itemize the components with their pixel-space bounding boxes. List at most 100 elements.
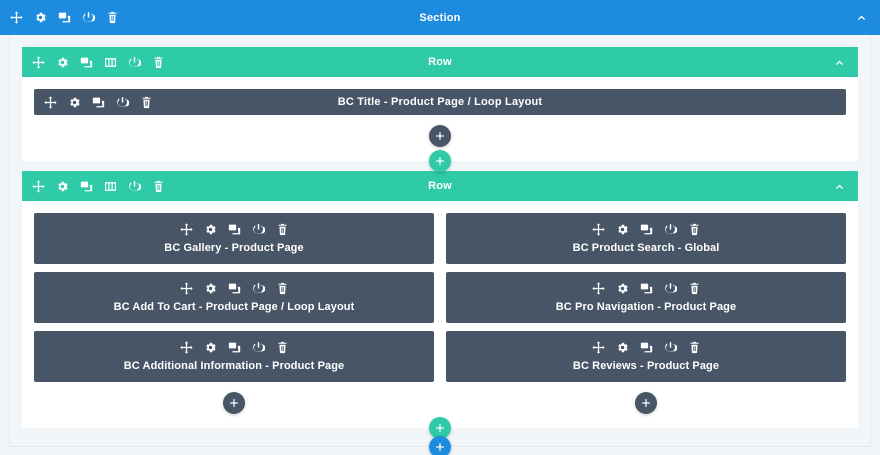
power-icon[interactable] [128, 56, 141, 69]
trash-icon[interactable] [276, 282, 289, 295]
module-label: BC Reviews - Product Page [572, 360, 720, 372]
module-toolbar [454, 282, 838, 295]
move-icon[interactable] [179, 282, 193, 295]
module-toolbar [454, 341, 838, 354]
move-icon[interactable] [591, 341, 605, 354]
row-body: BC Gallery - Product Page [22, 201, 858, 428]
add-section-button[interactable] [429, 436, 451, 455]
power-icon[interactable] [664, 223, 677, 236]
power-icon[interactable] [116, 96, 129, 109]
gear-icon[interactable] [56, 180, 69, 193]
duplicate-icon[interactable] [92, 96, 105, 109]
gear-icon[interactable] [204, 223, 217, 236]
power-icon[interactable] [664, 282, 677, 295]
module-label: BC Pro Navigation - Product Page [555, 301, 737, 313]
add-module-row [34, 125, 846, 147]
module[interactable]: BC Reviews - Product Page [446, 331, 846, 382]
module-label: BC Gallery - Product Page [164, 242, 304, 254]
trash-icon[interactable] [152, 56, 165, 69]
module-label: BC Add To Cart - Product Page / Loop Lay… [113, 301, 355, 313]
module-label: BC Title - Product Page / Loop Layout [337, 96, 543, 108]
section-body: Row [9, 35, 871, 447]
column: BC Product Search - Global [446, 213, 846, 414]
power-icon[interactable] [82, 11, 95, 24]
module-label: BC Additional Information - Product Page [123, 360, 345, 372]
trash-icon[interactable] [688, 223, 701, 236]
duplicate-icon[interactable] [228, 282, 241, 295]
duplicate-icon[interactable] [640, 341, 653, 354]
module[interactable]: BC Gallery - Product Page [34, 213, 434, 264]
power-icon[interactable] [664, 341, 677, 354]
row-body: BC Title - Product Page / Loop Layout [22, 77, 858, 161]
row: Row [22, 171, 858, 439]
row-toolbar [32, 55, 165, 69]
row-toolbar [32, 179, 165, 193]
module-label: BC Product Search - Global [572, 242, 720, 254]
trash-icon[interactable] [276, 223, 289, 236]
duplicate-icon[interactable] [58, 11, 71, 24]
duplicate-icon[interactable] [640, 223, 653, 236]
chevron-up-icon[interactable] [832, 179, 846, 193]
move-icon[interactable] [32, 179, 45, 193]
module[interactable]: BC Additional Information - Product Page [34, 331, 434, 382]
chevron-up-icon[interactable] [832, 55, 846, 69]
gear-icon[interactable] [616, 341, 629, 354]
move-icon[interactable] [10, 11, 23, 24]
columns-icon[interactable] [104, 180, 117, 193]
row: Row [22, 47, 858, 172]
duplicate-icon[interactable] [80, 56, 93, 69]
gear-icon[interactable] [616, 282, 629, 295]
module-toolbar [42, 282, 426, 295]
duplicate-icon[interactable] [228, 223, 241, 236]
gear-icon[interactable] [204, 282, 217, 295]
module[interactable]: BC Pro Navigation - Product Page [446, 272, 846, 323]
power-icon[interactable] [128, 180, 141, 193]
gear-icon[interactable] [204, 341, 217, 354]
row-header[interactable]: Row [22, 47, 858, 77]
gear-icon[interactable] [616, 223, 629, 236]
trash-icon[interactable] [688, 282, 701, 295]
power-icon[interactable] [252, 341, 265, 354]
gear-icon[interactable] [34, 11, 47, 24]
move-icon[interactable] [591, 223, 605, 236]
add-module-button[interactable] [223, 392, 245, 414]
column-group: BC Gallery - Product Page [34, 213, 846, 414]
add-module-button[interactable] [429, 125, 451, 147]
duplicate-icon[interactable] [640, 282, 653, 295]
trash-icon[interactable] [276, 341, 289, 354]
module[interactable]: BC Title - Product Page / Loop Layout [34, 89, 846, 115]
chevron-up-icon[interactable] [854, 11, 868, 25]
duplicate-icon[interactable] [80, 180, 93, 193]
power-icon[interactable] [252, 223, 265, 236]
trash-icon[interactable] [106, 11, 119, 24]
columns-icon[interactable] [104, 56, 117, 69]
row-header[interactable]: Row [22, 171, 858, 201]
move-icon[interactable] [179, 341, 193, 354]
power-icon[interactable] [252, 282, 265, 295]
module-toolbar [42, 223, 426, 236]
gear-icon[interactable] [56, 56, 69, 69]
add-row-button[interactable] [429, 417, 451, 439]
add-module-button[interactable] [635, 392, 657, 414]
duplicate-icon[interactable] [228, 341, 241, 354]
trash-icon[interactable] [688, 341, 701, 354]
module[interactable]: BC Product Search - Global [446, 213, 846, 264]
add-row-row [429, 150, 451, 172]
add-module-row [34, 392, 434, 414]
module-toolbar [42, 341, 426, 354]
move-icon[interactable] [591, 282, 605, 295]
add-row-button[interactable] [429, 150, 451, 172]
move-icon[interactable] [32, 55, 45, 69]
module[interactable]: BC Add To Cart - Product Page / Loop Lay… [34, 272, 434, 323]
add-section-row [429, 436, 451, 455]
gear-icon[interactable] [68, 96, 81, 109]
add-row-row [429, 417, 451, 439]
section-label: Section [419, 11, 461, 24]
move-icon[interactable] [44, 95, 57, 109]
trash-icon[interactable] [152, 180, 165, 193]
trash-icon[interactable] [140, 96, 153, 109]
section-header[interactable]: Section [0, 0, 880, 35]
move-icon[interactable] [179, 223, 193, 236]
